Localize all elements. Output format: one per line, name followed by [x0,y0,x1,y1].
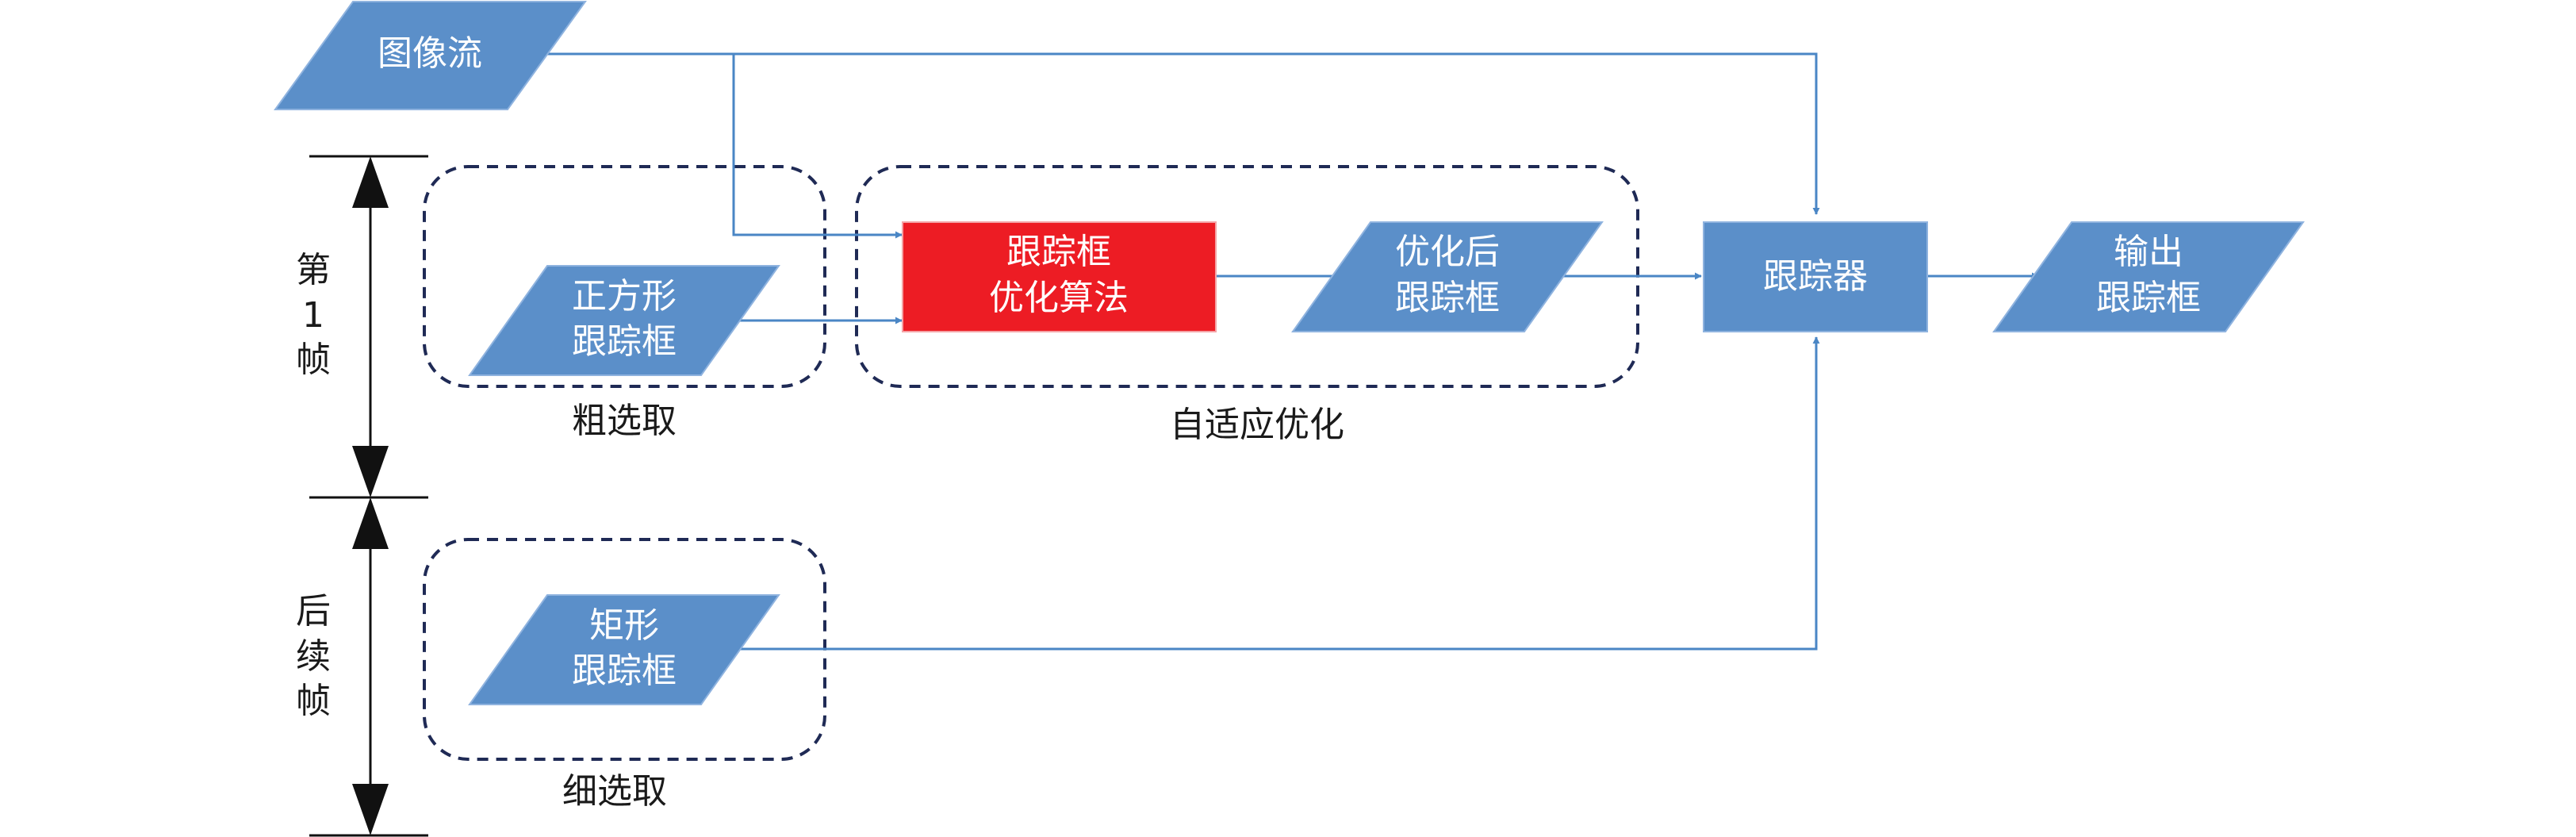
connectors [543,52,2039,651]
node-square-box-text-2: 跟踪框 [572,321,677,362]
node-optimized-box-text-1: 优化后 [1395,232,1500,272]
connector-rect-to-tracker [738,336,1820,651]
frame-label-subsequent-3: 帧 [296,681,331,721]
node-tracker: 跟踪器 [1703,221,1928,332]
axis-arrowhead-down-first [352,446,389,497]
node-tracker-shape [1703,221,1928,332]
node-output-box-text-2: 跟踪框 [2096,278,2201,318]
node-image-stream: 图像流 [274,0,587,110]
node-optimization-algorithm-shape [902,221,1217,332]
connector-stream-to-tracker [543,52,1820,215]
node-optimized-box-text-2: 跟踪框 [1395,278,1500,318]
node-square-box-text-1: 正方形 [572,276,677,317]
axis-arrowhead-up-first [352,156,389,208]
node-optimization-algorithm: 跟踪框 优化算法 [902,221,1217,332]
node-square-box: 正方形 跟踪框 [468,265,780,376]
node-optimization-algorithm-text-2: 优化算法 [989,278,1129,318]
node-image-stream-text: 图像流 [378,33,482,74]
frame-label-subsequent-1: 后 [296,591,331,632]
frame-axis: 第 1 帧 后 续 帧 [296,155,428,837]
group-coarse-selection [423,165,826,388]
node-optimization-algorithm-text-1: 跟踪框 [1006,232,1111,272]
frame-label-first-1: 第 [296,250,331,290]
node-rect-box-text-1: 矩形 [589,605,659,646]
node-rect-box-shape [468,594,780,705]
node-optimized-box-shape [1291,221,1604,332]
node-rect-box: 矩形 跟踪框 [468,594,780,705]
axis-arrowhead-down-subsequent [352,784,389,835]
node-output-box-shape [1992,221,2305,332]
axis-arrowhead-up-subsequent [352,497,389,549]
node-tracker-text: 跟踪器 [1763,256,1868,297]
frame-label-first-2: 1 [302,295,324,336]
node-output-box-text-1: 输出 [2114,232,2183,272]
node-optimized-box: 优化后 跟踪框 [1291,221,1604,332]
frame-label-first-3: 帧 [296,340,331,380]
group-label-fine: 细选取 [562,771,667,812]
connector-stream-to-algorithm [732,54,903,239]
group-label-adaptive: 自适应优化 [1170,405,1344,445]
frame-label-subsequent-2: 续 [296,636,331,677]
node-image-stream-shape [274,0,587,110]
group-label-coarse: 粗选取 [572,401,677,441]
node-output-box: 输出 跟踪框 [1992,221,2305,332]
node-square-box-shape [468,265,780,376]
node-rect-box-text-2: 跟踪框 [572,651,677,691]
